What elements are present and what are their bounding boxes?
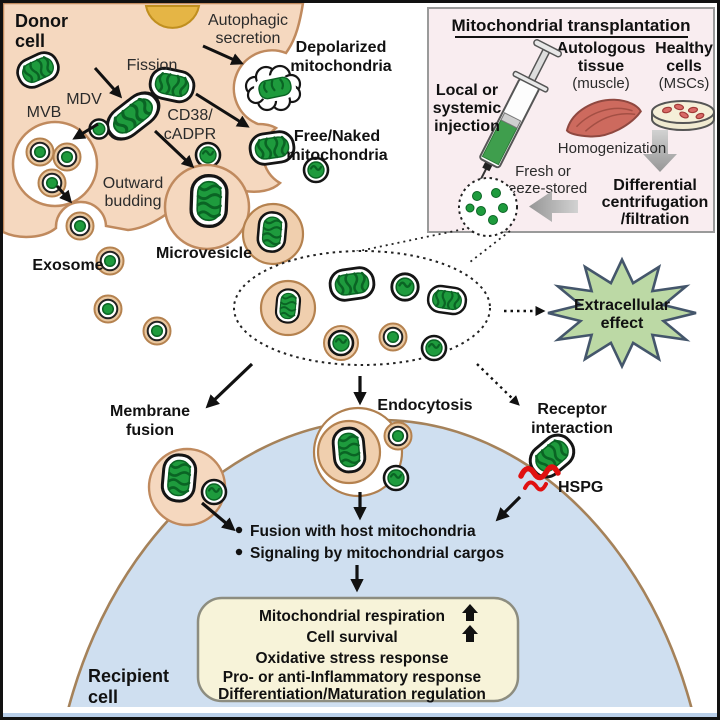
injection-label: injection bbox=[434, 118, 500, 135]
fission-arrow bbox=[93, 67, 123, 99]
mitochondria-sample-icon bbox=[458, 177, 518, 237]
depolarized-mitochondria-label: Depolarized bbox=[296, 39, 387, 56]
healthy-cells-label: cells bbox=[666, 58, 702, 75]
exosome-label: Exosome bbox=[32, 257, 103, 274]
transplantation-title: Mitochondrial transplantation bbox=[452, 16, 691, 35]
fresh-label: freeze-stored bbox=[499, 180, 587, 197]
entry-arrows bbox=[200, 362, 522, 593]
outcome-oxidative: Oxidative stress response bbox=[256, 650, 449, 667]
donor-arrows bbox=[55, 44, 250, 204]
callout-lines bbox=[301, 228, 511, 264]
hspg-receptor-icon bbox=[523, 480, 548, 492]
pool-contents bbox=[259, 264, 469, 362]
microvesicle-label: Microvesicle bbox=[156, 245, 252, 262]
membrane-fusion-label: Membrane bbox=[110, 403, 190, 420]
syringe-icon bbox=[470, 39, 563, 198]
petri-dish-icon bbox=[651, 100, 715, 131]
differential-label: /filtration bbox=[621, 211, 689, 228]
free-naked-mitochondria-label: mitochondria bbox=[286, 147, 387, 164]
outward-budding-icon bbox=[163, 163, 251, 251]
homogenization-arrow bbox=[643, 130, 677, 172]
fission-label: Fission bbox=[127, 57, 178, 74]
fresh-label: Fresh or bbox=[515, 163, 571, 180]
receptor-interaction-label: interaction bbox=[531, 420, 613, 437]
autophagic-secretion-arrow bbox=[202, 44, 244, 65]
mdv-to-mvb-arrow bbox=[72, 122, 99, 140]
muscle-icon bbox=[565, 98, 642, 138]
outward-budding-label: budding bbox=[105, 193, 162, 210]
healthy-cells-sub: (MSCs) bbox=[659, 75, 710, 92]
recipient-cell-label: Recipient bbox=[88, 666, 169, 686]
outcome-differentiation: Differentiation/Maturation regulation bbox=[218, 686, 486, 703]
bullet-dot bbox=[235, 526, 243, 534]
bullet-signaling: Signaling by mitochondrial cargos bbox=[250, 545, 504, 562]
autophagic-secretion-label: secretion bbox=[216, 30, 281, 47]
membrane-fusion-label: fusion bbox=[126, 422, 174, 439]
receptor-interaction-label: Receptor bbox=[537, 401, 606, 418]
outcomes-box bbox=[196, 596, 520, 703]
autologous-tissue-label: Autologous bbox=[557, 40, 646, 57]
fresh-arrow bbox=[529, 191, 578, 222]
exosome-icon bbox=[25, 137, 55, 167]
outward-budding-arrow bbox=[153, 129, 195, 169]
recipient-cell-label: cell bbox=[88, 687, 118, 707]
mvb-to-exosome-arrow bbox=[55, 185, 73, 204]
bottom-strip bbox=[3, 713, 717, 718]
bullet-dot bbox=[235, 548, 243, 556]
donor-cell-label: cell bbox=[15, 31, 45, 51]
exosome-icon bbox=[93, 294, 123, 324]
up-arrow-icon bbox=[462, 625, 478, 642]
outward-budding-label: Outward bbox=[103, 175, 163, 192]
depolarized-mitochondria-label: mitochondria bbox=[290, 58, 391, 75]
outcome-respiration: Mitochondrial respiration bbox=[259, 608, 445, 625]
mdv-label: MDV bbox=[66, 91, 102, 108]
injection-label: systemic bbox=[433, 100, 502, 117]
extracellular-mitochondria-pool bbox=[233, 250, 491, 366]
small-mitochondrion-icon bbox=[194, 141, 222, 169]
microvesicle-icon bbox=[241, 202, 305, 266]
outcome-inflammatory: Pro- or anti-Inflammatory response bbox=[223, 669, 482, 686]
autophagic-secretion-label: Autophagic bbox=[208, 12, 288, 29]
exosome-icon bbox=[52, 142, 82, 172]
up-arrow-icon bbox=[462, 604, 478, 621]
homogenization-label: Homogenization bbox=[558, 140, 666, 157]
extracellular-effect-label: Extracellular bbox=[574, 297, 670, 314]
donor-cell-label: Donor bbox=[15, 11, 68, 31]
cd38-cadpr-label: CD38/ bbox=[167, 107, 213, 124]
cd38-arrow bbox=[195, 92, 250, 128]
hspg-receptor-icon bbox=[518, 464, 561, 481]
exosome-icon bbox=[65, 211, 95, 241]
differential-label: Differential bbox=[613, 177, 697, 194]
healthy-cells-label: Healthy bbox=[655, 40, 713, 57]
autophagosome-icon bbox=[144, 5, 201, 29]
mvb-label: MVB bbox=[27, 104, 62, 121]
mvb-icon bbox=[11, 120, 99, 208]
outcome-survival: Cell survival bbox=[306, 629, 397, 646]
autologous-tissue-label: tissue bbox=[578, 58, 624, 75]
hspg-label: HSPG bbox=[558, 479, 603, 496]
autologous-tissue-sub: (muscle) bbox=[572, 75, 630, 92]
endocytosis-icon bbox=[312, 406, 413, 498]
differential-label: centrifugation bbox=[602, 194, 709, 211]
extracellular-effect-label: effect bbox=[601, 315, 644, 332]
exosome-icon bbox=[142, 316, 172, 346]
receptor-interaction-icon bbox=[518, 427, 582, 492]
injection-label: Local or bbox=[436, 82, 498, 99]
endocytosis-label: Endocytosis bbox=[377, 397, 472, 414]
bullet-fusion-host: Fusion with host mitochondria bbox=[250, 523, 476, 540]
cd38-cadpr-label: cADPR bbox=[164, 126, 216, 143]
free-naked-mitochondria-label: Free/Naked bbox=[294, 128, 380, 145]
depolarized-mitochondrion-icon bbox=[244, 64, 302, 112]
extracellular-effect-star bbox=[548, 260, 696, 367]
